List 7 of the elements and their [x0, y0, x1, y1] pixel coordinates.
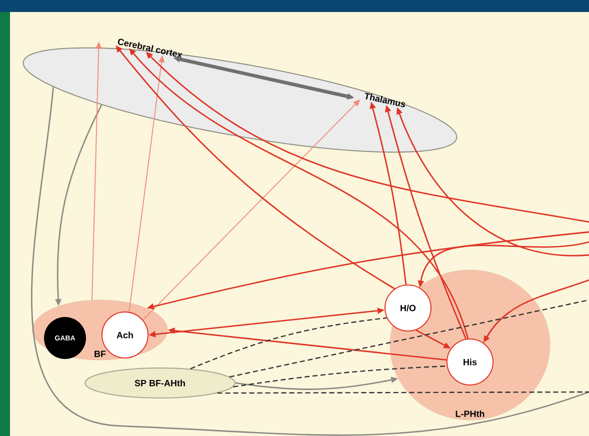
dashed-connector [229, 299, 589, 378]
connector-line [31, 86, 589, 436]
dashed-connector [217, 391, 589, 394]
dashed-connector [233, 365, 447, 388]
dashed-connector [190, 317, 387, 370]
region-label: Cerebral cortex [118, 38, 182, 58]
region-label: Thalamus [364, 92, 406, 108]
